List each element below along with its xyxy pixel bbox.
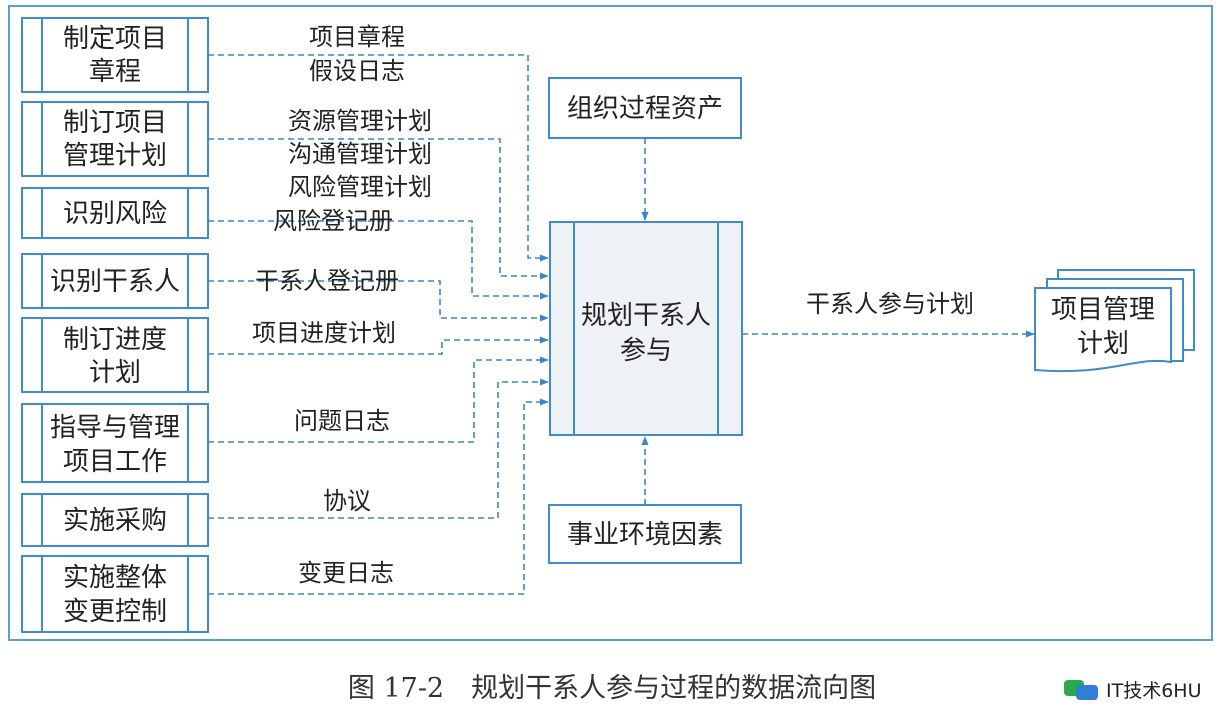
flow-label-0-1: 假设日志 — [309, 57, 405, 85]
flow-line-7 — [208, 398, 549, 595]
input-box-4-line-1: 计划 — [89, 358, 141, 388]
process-label-line-0: 规划干系人 — [581, 301, 711, 331]
input-box-6: 实施采购 — [21, 493, 209, 547]
input-box-3-line-0: 识别干系人 — [50, 267, 180, 297]
watermark-text: IT技术6HU — [1106, 680, 1202, 702]
input-box-5-line-1: 项目工作 — [63, 447, 167, 477]
bottom-input-label: 事业环境因素 — [567, 520, 723, 550]
output-label-line-1: 计划 — [1077, 329, 1129, 359]
flow-label-7-0: 变更日志 — [298, 559, 394, 587]
input-box-3: 识别干系人 — [21, 253, 209, 309]
flow-line-0 — [208, 54, 549, 262]
flow-line-4 — [208, 336, 549, 355]
process-label-line-1: 参与 — [620, 336, 672, 366]
input-box-4-line-0: 制订进度 — [63, 325, 167, 355]
chat-bubble-icon — [1064, 679, 1098, 700]
input-box-0-line-0: 制定项目 — [63, 24, 167, 54]
input-box-5-line-0: 指导与管理 — [50, 413, 180, 443]
input-box-7-line-0: 实施整体 — [63, 563, 167, 593]
figure-caption: 图 17-2 规划干系人参与过程的数据流向图 — [347, 673, 877, 704]
flow-label-0-0: 项目章程 — [309, 23, 405, 51]
top-input-label: 组织过程资产 — [567, 94, 723, 124]
flow-label-1-2: 风险管理计划 — [288, 173, 432, 201]
input-box-7-line-1: 变更控制 — [63, 597, 167, 627]
data-flow-diagram: 制定项目 章程 制订项目 管理计划 识别风险 识别干系人 制订进度 计划 指导与… — [8, 5, 1213, 641]
flow-label-4-0: 项目进度计划 — [252, 319, 396, 347]
input-box-5: 指导与管理 项目工作 — [21, 403, 209, 483]
flow-label-1-1: 沟通管理计划 — [288, 140, 432, 168]
flow-line-6 — [208, 378, 549, 519]
watermark: IT技术6HU — [1062, 676, 1202, 703]
output-flow-label: 干系人参与计划 — [806, 290, 974, 318]
flow-line-3 — [208, 280, 549, 322]
input-box-6-line-0: 实施采购 — [63, 506, 167, 536]
output-document: 项目管理 计划 — [1034, 269, 1195, 373]
process-box: 规划干系人 参与 — [549, 221, 743, 436]
input-box-2: 识别风险 — [21, 187, 209, 239]
input-box-1: 制订项目 管理计划 — [21, 101, 209, 177]
flow-label-1-0: 资源管理计划 — [288, 107, 432, 135]
flow-line-5 — [208, 356, 549, 443]
flow-line-1 — [208, 138, 549, 280]
top-input-box: 组织过程资产 — [548, 77, 742, 139]
flow-label-5-0: 问题日志 — [294, 407, 390, 435]
diagram-frame — [8, 5, 1213, 641]
input-box-0: 制定项目 章程 — [21, 17, 209, 93]
input-box-7: 实施整体 变更控制 — [21, 555, 209, 633]
input-box-1-line-0: 制订项目 — [63, 108, 167, 138]
flow-label-2-0: 风险登记册 — [273, 207, 393, 235]
flow-label-3-0: 干系人登记册 — [255, 267, 399, 295]
input-box-1-line-1: 管理计划 — [63, 141, 167, 171]
flow-line-2 — [208, 220, 549, 300]
input-box-4: 制订进度 计划 — [21, 317, 209, 393]
input-box-0-line-1: 章程 — [89, 57, 141, 87]
flow-label-6-0: 协议 — [323, 487, 371, 515]
bottom-input-box: 事业环境因素 — [548, 504, 742, 564]
output-label-line-0: 项目管理 — [1051, 295, 1155, 325]
input-box-2-line-0: 识别风险 — [63, 199, 167, 229]
